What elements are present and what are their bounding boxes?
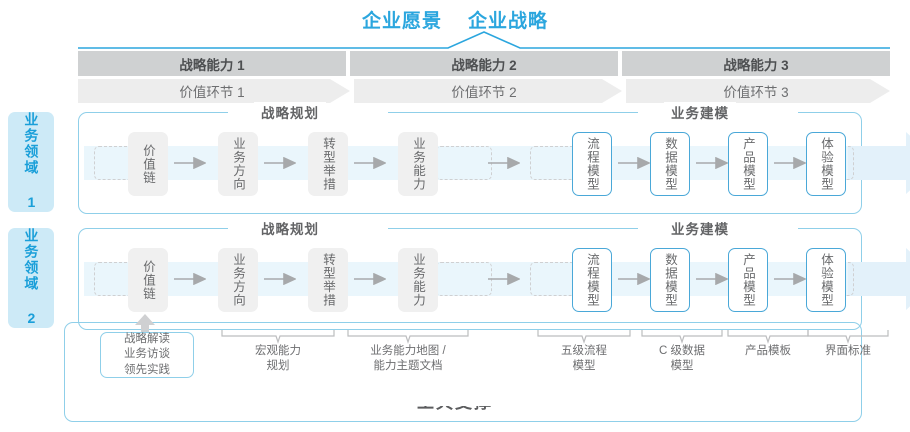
node-experience-model[interactable]: 体验模型 [806, 248, 846, 312]
node-transformation-measures[interactable]: 转型举措 [308, 132, 348, 196]
arrow-right-icon [618, 273, 650, 285]
node-label: 价值链 [141, 143, 155, 185]
tool-label-capability-map: 业务能力地图 / 能力主题文档 [370, 345, 446, 373]
node-label: 业务方向 [231, 253, 245, 307]
arrow-right-icon [354, 157, 386, 169]
node-label: 业务能力 [411, 253, 425, 307]
node-business-direction[interactable]: 业务方向 [218, 248, 258, 312]
arrow-right-icon [774, 273, 806, 285]
section-title-planning-1: 战略规划 [254, 102, 326, 122]
node-business-capability[interactable]: 业务能力 [398, 248, 438, 312]
node-label: 数据模型 [663, 253, 677, 307]
arrow-right-icon [488, 157, 520, 169]
arrow-right-icon [618, 157, 650, 169]
node-label: 数据模型 [663, 137, 677, 191]
node-label: 体验模型 [819, 253, 833, 307]
node-value-chain[interactable]: 价值链 [128, 132, 168, 196]
badge-label-domain-1: 业务领域 1 [23, 112, 40, 212]
arrow-right-icon [354, 273, 386, 285]
value-link-row: 价值环节 1 价值环节 2 价值环节 3 [78, 79, 890, 103]
tent-connector-icon [78, 31, 890, 49]
node-product-model[interactable]: 产品模型 [728, 132, 768, 196]
placeholder-box [530, 262, 576, 296]
node-label: 产品模型 [741, 137, 755, 191]
capability-cell-2: 战略能力 2 [350, 51, 618, 76]
node-business-direction[interactable]: 业务方向 [218, 132, 258, 196]
arrow-right-icon [696, 157, 728, 169]
brace-icon [727, 330, 809, 344]
node-label: 流程模型 [585, 137, 599, 191]
flow-arrow-icon [848, 132, 910, 194]
tool-chip-strategy[interactable]: 战略解读 业务访谈 领先实践 [100, 332, 194, 378]
node-label: 产品模型 [741, 253, 755, 307]
value-link-label-1: 价值环节 1 [179, 85, 245, 100]
tool-label-data-model: C 级数据 模型 [659, 345, 705, 373]
placeholder-box [530, 146, 576, 180]
node-transformation-measures[interactable]: 转型举措 [308, 248, 348, 312]
section-title-planning-2: 战略规划 [254, 218, 326, 238]
diagram-title: 企业愿景 企业战略 [0, 6, 910, 33]
node-label: 流程模型 [585, 253, 599, 307]
capability-cell-3: 战略能力 3 [622, 51, 890, 76]
node-label: 业务能力 [411, 137, 425, 191]
section-title-modeling-2: 业务建模 [664, 218, 736, 238]
arrow-right-icon [774, 157, 806, 169]
node-process-model[interactable]: 流程模型 [572, 248, 612, 312]
node-process-model[interactable]: 流程模型 [572, 132, 612, 196]
node-business-capability[interactable]: 业务能力 [398, 132, 438, 196]
node-experience-model[interactable]: 体验模型 [806, 132, 846, 196]
brace-icon [537, 330, 631, 344]
node-data-model[interactable]: 数据模型 [650, 132, 690, 196]
brace-icon [641, 330, 723, 344]
node-product-model[interactable]: 产品模型 [728, 248, 768, 312]
tool-label-process-model: 五级流程 模型 [561, 345, 607, 373]
capability-cell-1: 战略能力 1 [78, 51, 346, 76]
node-label: 转型举措 [321, 137, 335, 191]
brace-icon [347, 330, 469, 344]
arrow-right-icon [264, 273, 296, 285]
section-title-modeling-1: 业务建模 [664, 102, 736, 122]
arrow-right-icon [696, 273, 728, 285]
flow-arrow-icon [848, 248, 910, 310]
node-value-chain[interactable]: 价值链 [128, 248, 168, 312]
badge-label-domain-2: 业务领域 2 [23, 228, 40, 328]
sidebar-badge-domain-2: 业务领域 2 [8, 228, 54, 328]
tool-support-frame [64, 322, 862, 422]
sidebar-badge-domain-1: 业务领域 1 [8, 112, 54, 212]
arrow-right-icon [174, 157, 206, 169]
node-data-model[interactable]: 数据模型 [650, 248, 690, 312]
brace-icon [221, 330, 335, 344]
placeholder-box [436, 146, 492, 180]
arrow-right-icon [488, 273, 520, 285]
tool-label-ui-standard: 界面标准 [825, 345, 871, 357]
domain-row-1: 战略规划 业务建模 价值链 业务方向 转型举措 业务能力 流程模型 数据模型 产… [78, 102, 910, 214]
chevron-bar-icon [78, 79, 890, 103]
node-label: 体验模型 [819, 137, 833, 191]
node-label: 价值链 [141, 259, 155, 301]
arrow-right-icon [264, 157, 296, 169]
brace-icon [807, 330, 889, 344]
tool-annotations: 战略解读 业务访谈 领先实践 宏观能力 规划 业务能力地图 / 能力主题文档 五… [78, 314, 889, 388]
tool-label-macro-capability: 宏观能力 规划 [255, 345, 301, 373]
domain-row-2: 战略规划 业务建模 价值链 业务方向 转型举措 业务能力 流程模型 数据模型 产… [78, 218, 910, 330]
value-link-label-2: 价值环节 2 [451, 85, 517, 100]
title-vision: 企业愿景 [361, 11, 442, 32]
node-label: 转型举措 [321, 253, 335, 307]
placeholder-box [436, 262, 492, 296]
arrow-right-icon [174, 273, 206, 285]
title-strategy: 企业战略 [468, 11, 549, 32]
tool-label-product-template: 产品模板 [745, 345, 791, 357]
node-label: 业务方向 [231, 137, 245, 191]
value-link-label-3: 价值环节 3 [723, 85, 789, 100]
arrow-up-icon [135, 314, 155, 334]
capability-header-row: 战略能力 1 战略能力 2 战略能力 3 [78, 51, 890, 76]
